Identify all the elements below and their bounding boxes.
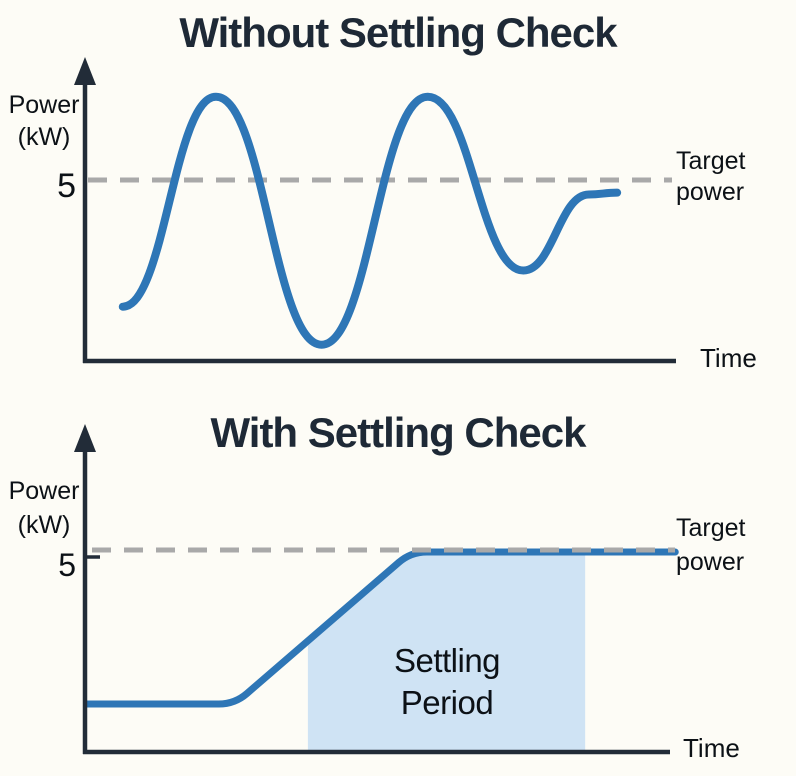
y-tick-label: 5 — [58, 547, 76, 583]
chart-with-settling-check — [74, 424, 679, 755]
x-axis-label: Time — [683, 733, 740, 763]
settling-period-label-line: Settling — [393, 642, 501, 679]
y-axis-label: Power (kW) — [4, 474, 84, 542]
target-power-label: Target power — [676, 511, 745, 579]
target-power-label-line: Target — [676, 514, 746, 542]
chart-without-settling-check — [74, 57, 676, 364]
power-curve — [83, 548, 679, 708]
target-power-label-line: power — [676, 548, 745, 576]
target-power-label: Target power — [676, 146, 745, 208]
settling-region — [307, 552, 586, 750]
y-axis-label: Power (kW) — [4, 89, 84, 153]
chart-title: Without Settling Check — [179, 9, 617, 56]
y-axis-label-line: Power — [8, 477, 80, 505]
settling-period-label: Settling Period — [307, 640, 587, 724]
y-axis-label-line: Power — [8, 91, 80, 119]
y-axis-arrow-icon — [74, 424, 96, 452]
y-tick-label: 5 — [57, 167, 76, 205]
y-axis-label-line: (kW) — [17, 511, 71, 539]
y-axis-label-line: (kW) — [17, 123, 71, 151]
x-axis-label: Time — [700, 343, 757, 373]
settling-period-label-line: Period — [400, 684, 494, 721]
y-axis-arrow-icon — [74, 57, 96, 85]
chart-title: With Settling Check — [210, 409, 587, 456]
target-power-label-line: Target — [676, 147, 746, 175]
target-power-label-line: power — [676, 178, 745, 206]
power-curve — [118, 92, 622, 349]
